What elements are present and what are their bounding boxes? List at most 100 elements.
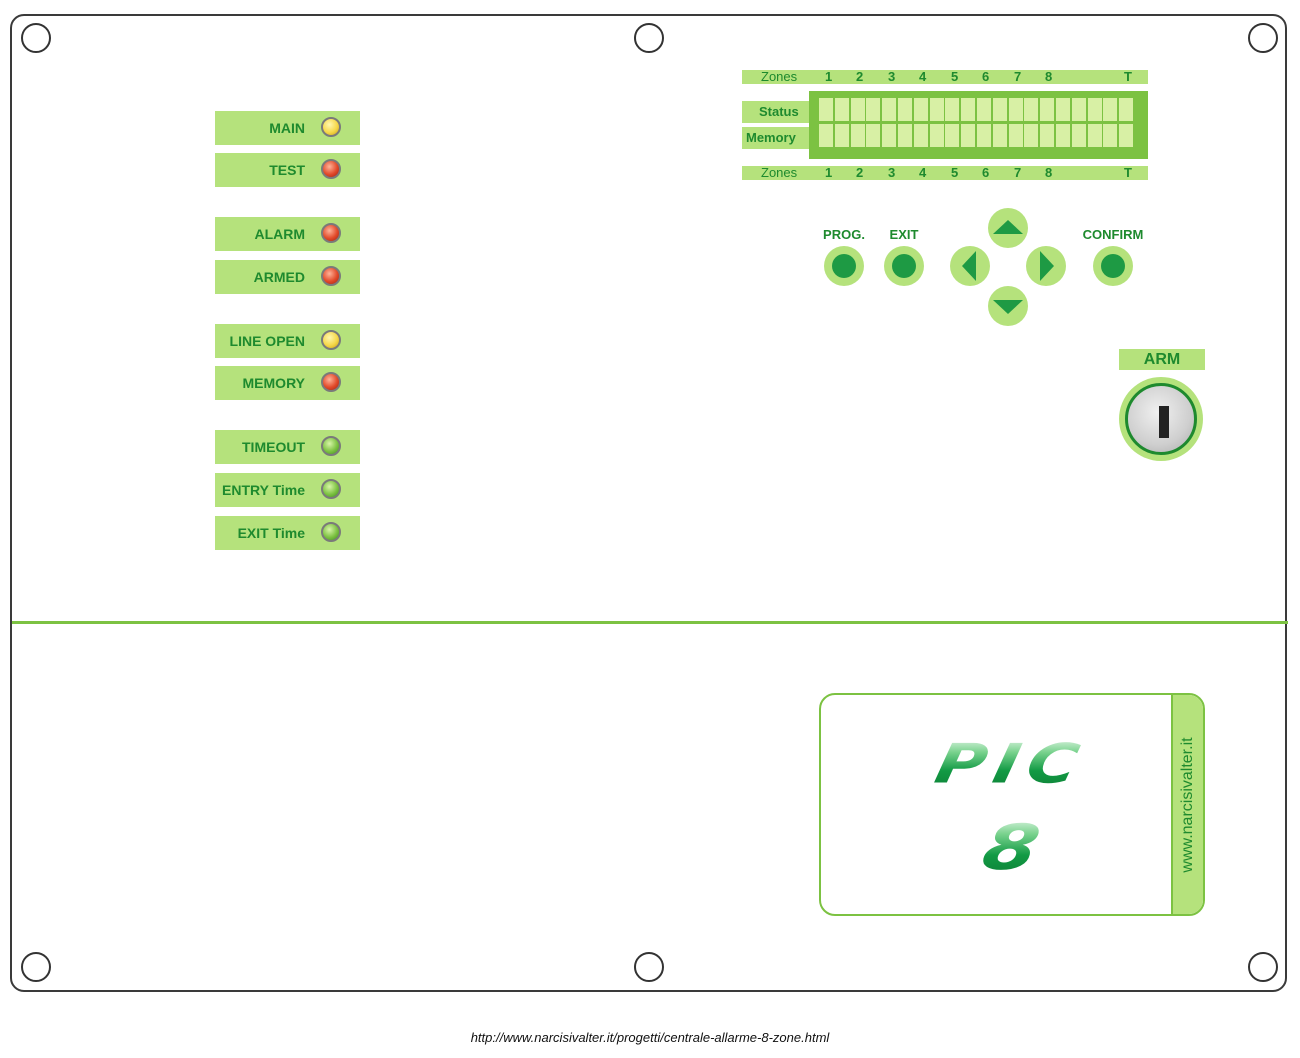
screw-icon [1248, 952, 1278, 982]
led-light-icon [321, 266, 341, 286]
lcd-character-cell [929, 98, 944, 121]
led-light-icon [321, 117, 341, 137]
lcd-character-cell [1119, 124, 1134, 147]
zone-total: T [1124, 165, 1132, 180]
lcd-character-cell [1087, 98, 1102, 121]
left-arrow-button[interactable] [950, 246, 990, 286]
lcd-character-cell [1103, 98, 1118, 121]
lcd-character-cell [1040, 98, 1055, 121]
led-light-icon [321, 436, 341, 456]
triangle-up-icon [993, 220, 1023, 234]
led-light-icon [321, 522, 341, 542]
zone-number: 2 [856, 165, 864, 180]
lcd-character-cell [913, 124, 928, 147]
panel-divider [12, 621, 1288, 624]
lcd-character-cell [1055, 98, 1070, 121]
footer-url: http://www.narcisivalter.it/progetti/cen… [470, 1030, 830, 1045]
logo-website-strip: www.narcisivalter.it [1171, 695, 1203, 914]
button-dot-icon [1101, 254, 1125, 278]
lcd-character-cell [1071, 98, 1086, 121]
lcd-character-cell [992, 124, 1007, 147]
triangle-left-icon [962, 251, 976, 281]
lcd-character-cell [1055, 124, 1070, 147]
lcd-character-cell [913, 98, 928, 121]
led-light-icon [321, 330, 341, 350]
logo-title: PIC [854, 733, 1167, 796]
screw-icon [1248, 23, 1278, 53]
led-indicator-memory: MEMORY [215, 366, 360, 400]
lcd-character-cell [1040, 124, 1055, 147]
zones-label: Zones [761, 165, 798, 180]
led-light-icon [321, 223, 341, 243]
led-label: ALARM [254, 226, 305, 242]
zones-bar-top: Zones 1 2 3 4 5 6 7 8 T [742, 69, 1148, 84]
lcd-character-cell [834, 98, 849, 121]
led-indicator-entry-time: ENTRY Time [215, 473, 360, 507]
lcd-character-cell [1119, 98, 1134, 121]
led-indicator-line-open: LINE OPEN [215, 324, 360, 358]
memory-label: Memory [742, 127, 810, 149]
led-indicator-main: MAIN [215, 111, 360, 145]
zones-label: Zones [761, 69, 798, 84]
down-arrow-button[interactable] [988, 286, 1028, 326]
lcd-character-cell [1024, 98, 1039, 121]
led-label: MEMORY [242, 375, 305, 391]
led-label: EXIT Time [237, 525, 305, 541]
logo-website: www.narcisivalter.it [1179, 736, 1196, 873]
lcd-character-cell [1103, 124, 1118, 147]
zone-number: 6 [982, 69, 990, 84]
key-cylinder-icon [1125, 383, 1197, 455]
zone-number: 3 [888, 69, 896, 84]
confirm-button[interactable] [1093, 246, 1133, 286]
led-light-icon [321, 479, 341, 499]
logo-number: 8 [853, 812, 1168, 884]
exit-button[interactable] [884, 246, 924, 286]
right-arrow-button[interactable] [1026, 246, 1066, 286]
zone-number: 5 [951, 165, 959, 180]
lcd-character-cell [866, 98, 881, 121]
zone-number: 7 [1014, 165, 1022, 180]
led-indicator-armed: ARMED [215, 260, 360, 294]
screw-icon [21, 23, 51, 53]
zone-number: 7 [1014, 69, 1022, 84]
screw-icon [634, 23, 664, 53]
lcd-display [809, 91, 1148, 159]
led-light-icon [321, 372, 341, 392]
zones-bar-bottom: Zones 1 2 3 4 5 6 7 8 T [742, 165, 1148, 180]
led-indicator-exit-time: EXIT Time [215, 516, 360, 550]
led-indicator-test: TEST [215, 153, 360, 187]
zone-total: T [1124, 69, 1132, 84]
zone-number: 5 [951, 69, 959, 84]
arm-key-switch[interactable] [1119, 377, 1203, 461]
up-arrow-button[interactable] [988, 208, 1028, 248]
zone-number: 8 [1045, 69, 1053, 84]
lcd-character-cell [882, 124, 897, 147]
zone-number: 1 [825, 69, 833, 84]
lcd-character-cell [1008, 98, 1023, 121]
triangle-down-icon [993, 300, 1023, 314]
zone-number: 2 [856, 69, 864, 84]
lcd-character-cell [929, 124, 944, 147]
lcd-character-cell [945, 124, 960, 147]
triangle-right-icon [1040, 251, 1054, 281]
led-label: TEST [269, 162, 305, 178]
lcd-character-cell [1008, 124, 1023, 147]
lcd-character-cell [819, 98, 833, 121]
status-label: Status [742, 101, 810, 123]
screw-icon [634, 952, 664, 982]
lcd-character-cell [976, 98, 991, 121]
led-label: LINE OPEN [229, 333, 305, 349]
lcd-character-cell [850, 124, 865, 147]
screw-icon [21, 952, 51, 982]
zone-number: 6 [982, 165, 990, 180]
lcd-character-cell [976, 124, 991, 147]
led-label: ENTRY Time [222, 482, 305, 498]
zone-number: 3 [888, 165, 896, 180]
led-indicator-alarm: ALARM [215, 217, 360, 251]
confirm-label: CONFIRM [1082, 227, 1144, 242]
lcd-character-cell [850, 98, 865, 121]
lcd-character-cell [1071, 124, 1086, 147]
lcd-character-cell [1087, 124, 1102, 147]
prog-button[interactable] [824, 246, 864, 286]
led-label: MAIN [269, 120, 305, 136]
